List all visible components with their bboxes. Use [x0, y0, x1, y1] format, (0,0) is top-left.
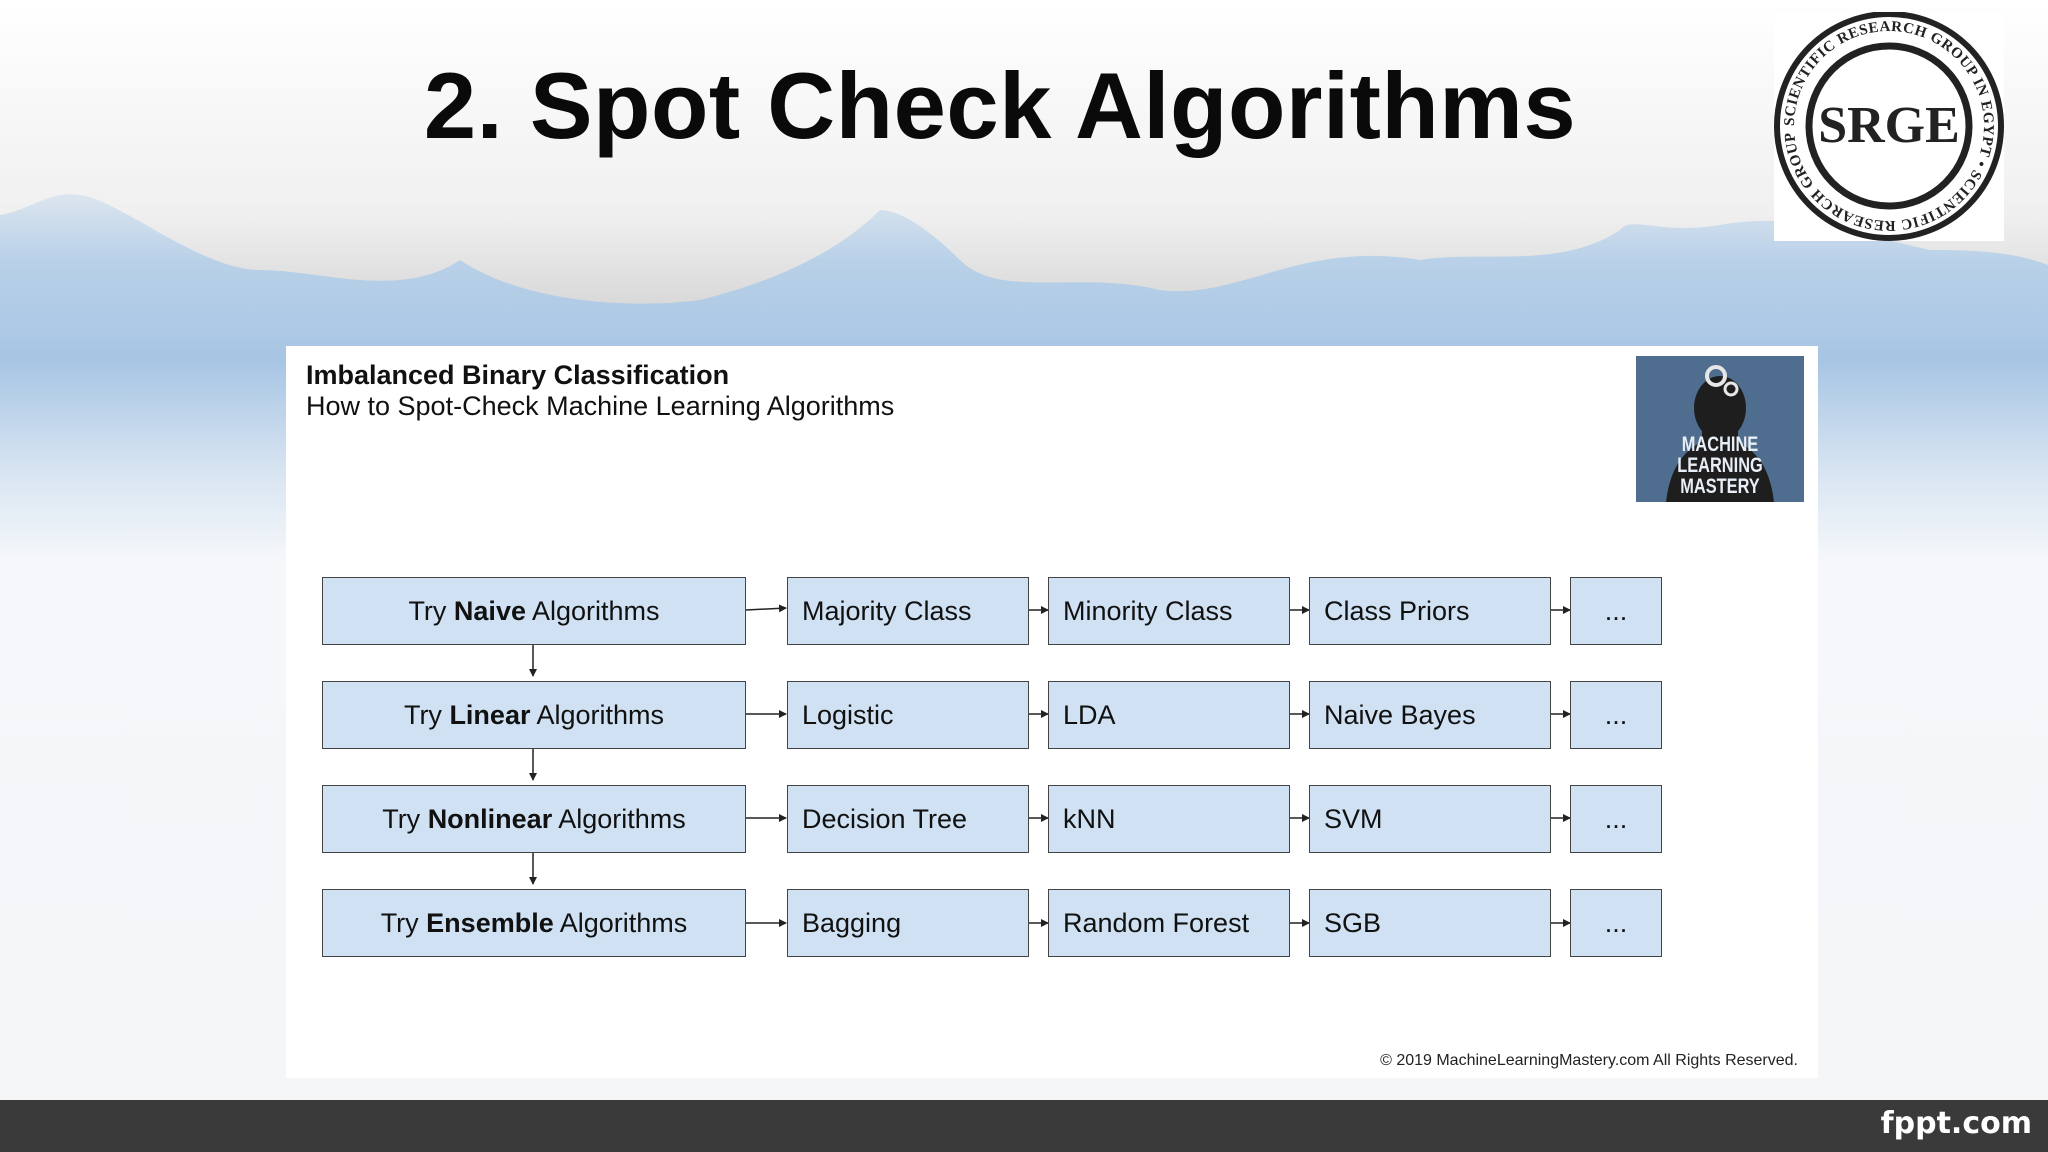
algo-box: SGB — [1309, 889, 1551, 957]
algo-box: Random Forest — [1048, 889, 1290, 957]
copyright-notice: © 2019 MachineLearningMastery.com All Ri… — [1380, 1052, 1798, 1069]
algo-box: Majority Class — [787, 577, 1029, 645]
algo-box: Decision Tree — [787, 785, 1029, 853]
algo-box: Minority Class — [1048, 577, 1290, 645]
row-head-linear: Try Linear Algorithms — [322, 681, 746, 749]
row-head-ensemble: Try Ensemble Algorithms — [322, 889, 746, 957]
row-head-nonlinear: Try Nonlinear Algorithms — [322, 785, 746, 853]
slide-title: 2. Spot Check Algorithms — [423, 53, 1577, 158]
row-head-naive: Try Naive Algorithms — [322, 577, 746, 645]
more-box: ... — [1570, 889, 1662, 957]
algo-box: Naive Bayes — [1309, 681, 1551, 749]
algo-box: Class Priors — [1309, 577, 1551, 645]
row-head-suffix: Algorithms — [553, 907, 688, 938]
algo-box: kNN — [1048, 785, 1290, 853]
footer-brand: fppt.com — [1880, 1106, 2032, 1141]
panel-subtitle: How to Spot-Check Machine Learning Algor… — [306, 391, 895, 421]
machine-learning-mastery-logo: MACHINE LEARNING MASTERY — [1636, 356, 1804, 502]
cloud-background — [0, 0, 2048, 304]
spot-check-diagram: Try Naive Algorithms Majority Class Mino… — [286, 346, 1818, 1078]
footer-bar: fppt.com — [0, 1100, 2048, 1152]
srge-logo-text: SRGE — [1818, 97, 1960, 154]
row-head-prefix: Try — [403, 699, 450, 730]
diagram-arrows — [529, 604, 1571, 927]
more-box: ... — [1570, 681, 1662, 749]
algo-box: Logistic — [787, 681, 1029, 749]
algo-box: SVM — [1309, 785, 1551, 853]
row-head-prefix: Try — [380, 907, 427, 938]
mlm-logo-line-2: LEARNING — [1677, 454, 1763, 477]
row-head-suffix: Algorithms — [552, 803, 686, 834]
row-head-bold: Nonlinear — [427, 803, 553, 834]
content-panel: Imbalanced Binary Classification How to … — [286, 346, 1818, 1078]
algo-box: Bagging — [787, 889, 1029, 957]
row-head-prefix: Try — [408, 595, 454, 626]
srge-logo: SCIENTIFIC RESEARCH GROUP IN EGYPT • SCI… — [1774, 12, 2004, 241]
row-head-suffix: Algorithms — [530, 699, 665, 730]
row-head-bold: Ensemble — [426, 907, 554, 938]
mlm-logo-line-1: MACHINE — [1681, 433, 1759, 456]
row-head-bold: Linear — [449, 699, 531, 730]
row-head-suffix: Algorithms — [525, 595, 660, 626]
mlm-logo-line-3: MASTERY — [1680, 475, 1760, 498]
algo-box: LDA — [1048, 681, 1290, 749]
panel-title: Imbalanced Binary Classification — [306, 360, 730, 390]
more-box: ... — [1570, 577, 1662, 645]
row-head-bold: Naive — [453, 595, 526, 626]
more-box: ... — [1570, 785, 1662, 853]
row-head-prefix: Try — [382, 803, 428, 834]
